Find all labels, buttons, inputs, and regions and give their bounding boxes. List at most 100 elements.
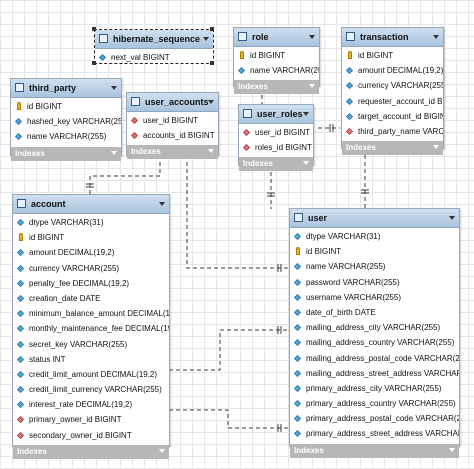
- column-row[interactable]: credit_limit_currency VARCHAR(255): [13, 382, 169, 397]
- table-header[interactable]: role: [234, 28, 319, 47]
- indexes-section[interactable]: Indexes: [239, 157, 313, 172]
- column-row[interactable]: roles_id BIGINT: [239, 140, 313, 155]
- column-row[interactable]: name VARCHAR(255): [11, 129, 121, 144]
- column-row[interactable]: amount DECIMAL(19,2): [13, 245, 169, 260]
- indexes-caret-icon[interactable]: [111, 150, 117, 155]
- collapse-caret-icon[interactable]: [203, 37, 209, 41]
- table-header[interactable]: hibernate_sequence: [95, 30, 213, 49]
- column-row[interactable]: third_party_name VARCHAR(255): [342, 124, 443, 139]
- column-row[interactable]: credit_limit_amount DECIMAL(19,2): [13, 367, 169, 382]
- selection-handle[interactable]: [210, 61, 214, 65]
- collapse-caret-icon[interactable]: [303, 112, 309, 116]
- column-row[interactable]: dtype VARCHAR(31): [290, 229, 459, 244]
- column-row[interactable]: minimum_balance_amount DECIMAL(19,2): [13, 306, 169, 321]
- column-row[interactable]: primary_address_street_address VARCHAR(2…: [290, 426, 459, 441]
- column-label: mailing_address_city VARCHAR(255): [306, 323, 441, 333]
- column-row[interactable]: secret_key VARCHAR(255): [13, 337, 169, 352]
- table-hibernate-sequence[interactable]: hibernate_sequence next_val BIGINT: [94, 29, 214, 64]
- table-header[interactable]: third_party: [11, 79, 121, 98]
- column-row[interactable]: user_id BIGINT: [127, 113, 218, 128]
- column-row[interactable]: amount DECIMAL(19,2): [342, 63, 443, 78]
- collapse-caret-icon[interactable]: [111, 86, 117, 90]
- column-row[interactable]: primary_address_city VARCHAR(255): [290, 381, 459, 396]
- foreign-key-icon: [242, 128, 251, 137]
- indexes-section[interactable]: Indexes: [290, 443, 459, 458]
- column-row[interactable]: name VARCHAR(255): [234, 63, 319, 78]
- column-row[interactable]: mailing_address_city VARCHAR(255): [290, 320, 459, 335]
- indexes-caret-icon[interactable]: [309, 84, 315, 89]
- table-icon: [131, 97, 140, 106]
- collapse-caret-icon[interactable]: [449, 216, 455, 220]
- column-row[interactable]: creation_date DATE: [13, 291, 169, 306]
- column-row[interactable]: mailing_address_postal_code VARCHAR(255): [290, 351, 459, 366]
- indexes-section[interactable]: Indexes: [13, 444, 169, 459]
- indexes-caret-icon[interactable]: [159, 448, 165, 453]
- column-row[interactable]: next_val BIGINT: [95, 50, 213, 65]
- column-row[interactable]: primary_address_postal_code VARCHAR(255): [290, 411, 459, 426]
- selection-handle[interactable]: [210, 27, 214, 31]
- column-row[interactable]: target_account_id BIGINT: [342, 109, 443, 124]
- indexes-caret-icon[interactable]: [303, 161, 309, 166]
- indexes-caret-icon[interactable]: [208, 149, 214, 154]
- table-title: user_roles: [257, 109, 303, 119]
- column-row[interactable]: requester_account_id BIGINT: [342, 94, 443, 109]
- table-header[interactable]: user_accounts: [127, 93, 218, 112]
- column-row[interactable]: penalty_fee DECIMAL(19,2): [13, 276, 169, 291]
- collapse-caret-icon[interactable]: [309, 35, 315, 39]
- primary-key-icon: [17, 102, 21, 110]
- column-label: monthly_maintenance_fee DECIMAL(19,2): [29, 324, 169, 334]
- column-row[interactable]: status INT: [13, 352, 169, 367]
- column-row[interactable]: mailing_address_street_address VARCHAR(2…: [290, 366, 459, 381]
- column-row[interactable]: primary_address_country VARCHAR(255): [290, 396, 459, 411]
- column-label: mailing_address_postal_code VARCHAR(255): [306, 353, 459, 363]
- indexes-section[interactable]: Indexes: [342, 141, 443, 156]
- indexes-section[interactable]: Indexes: [127, 145, 218, 160]
- collapse-caret-icon[interactable]: [159, 202, 165, 206]
- column-row[interactable]: accounts_id BIGINT: [127, 128, 218, 143]
- column-row[interactable]: hashed_key VARCHAR(255): [11, 114, 121, 129]
- column-row[interactable]: dtype VARCHAR(31): [13, 215, 169, 230]
- column-row[interactable]: password VARCHAR(255): [290, 275, 459, 290]
- column-row[interactable]: name VARCHAR(255): [290, 259, 459, 274]
- column-label: password VARCHAR(255): [306, 277, 400, 287]
- table-header[interactable]: user: [290, 209, 459, 228]
- collapse-caret-icon[interactable]: [208, 100, 214, 104]
- indexes-section[interactable]: Indexes: [234, 80, 319, 95]
- table-header[interactable]: account: [13, 195, 169, 214]
- column-label: status INT: [29, 354, 66, 364]
- column-row[interactable]: currency VARCHAR(255): [342, 78, 443, 93]
- column-row[interactable]: secondary_owner_id BIGINT: [13, 428, 169, 443]
- column-row[interactable]: date_of_birth DATE: [290, 305, 459, 320]
- table-account[interactable]: account dtype VARCHAR(31) id BIGINT amount…: [12, 194, 170, 459]
- table-header[interactable]: user_roles: [239, 105, 313, 124]
- selection-handle[interactable]: [92, 61, 96, 65]
- indexes-caret-icon[interactable]: [433, 145, 439, 150]
- column-row[interactable]: id BIGINT: [234, 48, 319, 63]
- indexes-caret-icon[interactable]: [449, 447, 455, 452]
- column-row[interactable]: mailing_address_country VARCHAR(255): [290, 335, 459, 350]
- column-row[interactable]: username VARCHAR(255): [290, 290, 459, 305]
- selection-handle[interactable]: [92, 27, 96, 31]
- column-row[interactable]: primary_owner_id BIGINT: [13, 412, 169, 427]
- column-label: primary_address_postal_code VARCHAR(255): [306, 414, 459, 424]
- column-row[interactable]: id BIGINT: [13, 230, 169, 245]
- column-row[interactable]: id BIGINT: [342, 48, 443, 63]
- column-row[interactable]: interest_rate DECIMAL(19,2): [13, 397, 169, 412]
- column-row[interactable]: user_id BIGINT: [239, 125, 313, 140]
- column-row[interactable]: monthly_maintenance_fee DECIMAL(19,2): [13, 321, 169, 336]
- indexes-section[interactable]: Indexes: [11, 146, 121, 161]
- column-row[interactable]: currency VARCHAR(255): [13, 261, 169, 276]
- column-row[interactable]: id BIGINT: [11, 99, 121, 114]
- table-header[interactable]: transaction: [342, 28, 443, 47]
- column-label: primary_owner_id BIGINT: [29, 415, 122, 425]
- collapse-caret-icon[interactable]: [433, 35, 439, 39]
- column-row[interactable]: id BIGINT: [290, 244, 459, 259]
- column-label: id BIGINT: [29, 233, 65, 243]
